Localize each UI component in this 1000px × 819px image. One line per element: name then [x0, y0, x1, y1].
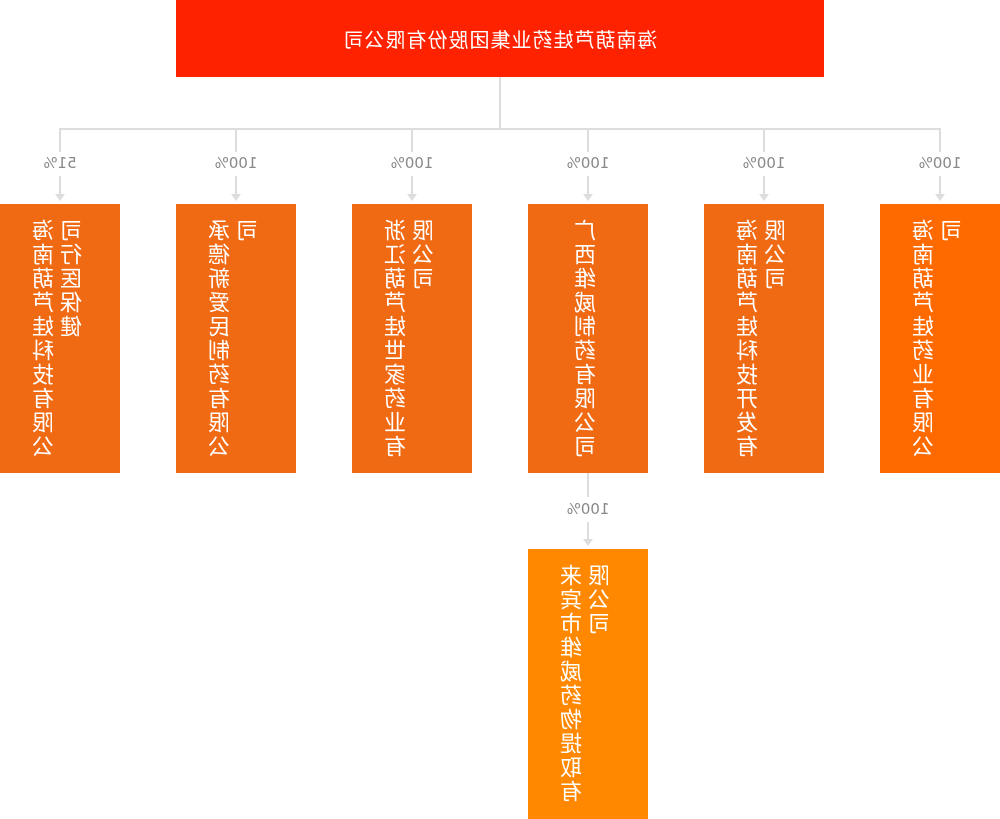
branch-line	[763, 128, 765, 152]
branch-line	[411, 176, 413, 194]
subsidiary-name: 海南葫芦娃科技有限公司行医保健	[33, 218, 86, 459]
grandchild-name: 来宾市维威药物提取有限公司	[561, 564, 614, 804]
grandchild-line	[587, 473, 589, 497]
branch-line	[59, 176, 61, 194]
arrow-icon	[583, 194, 593, 201]
subsidiary-box: 承德新爱民制药有限公司	[176, 204, 296, 473]
trunk-line	[499, 77, 501, 129]
grandchild-line	[587, 522, 589, 539]
share-label: 100%	[566, 154, 610, 172]
arrow-icon	[759, 194, 769, 201]
branch-line	[763, 176, 765, 194]
subsidiary-name: 海南葫芦娃药业有限公司	[913, 218, 966, 459]
grandchild-share-label: 100%	[566, 500, 610, 518]
branch-line	[587, 176, 589, 194]
subsidiary-box: 广西维威制药有限公司	[528, 204, 648, 473]
branch-line	[235, 128, 237, 152]
grandchild-box: 来宾市维威药物提取有限公司	[528, 549, 648, 819]
subsidiary-name: 承德新爱民制药有限公司	[209, 218, 262, 459]
subsidiary-box: 海南葫芦娃药业有限公司	[880, 204, 1000, 473]
share-label: 100%	[390, 154, 434, 172]
share-label: 100%	[742, 154, 786, 172]
arrow-icon	[407, 194, 417, 201]
arrow-icon	[583, 539, 593, 546]
branch-line	[235, 176, 237, 194]
subsidiary-name: 广西维威制药有限公司	[575, 218, 600, 459]
arrow-icon	[935, 194, 945, 201]
subsidiary-box: 浙江葫芦娃世家药业有限公司	[352, 204, 472, 473]
subsidiary-box: 海南葫芦娃科技开发有限公司	[704, 204, 824, 473]
subsidiary-box: 海南葫芦娃科技有限公司行医保健	[0, 204, 120, 473]
arrow-icon	[231, 194, 241, 201]
share-label: 100%	[214, 154, 258, 172]
arrow-icon	[55, 194, 65, 201]
subsidiary-name: 海南葫芦娃科技开发有限公司	[737, 218, 790, 459]
branch-line	[411, 128, 413, 152]
branch-line	[587, 128, 589, 152]
subsidiary-name: 浙江葫芦娃世家药业有限公司	[385, 218, 438, 459]
parent-company-name: 海南葫芦娃药业集团股份有限公司	[342, 28, 658, 52]
parent-company-box: 海南葫芦娃药业集团股份有限公司	[176, 0, 824, 77]
share-label: 100%	[918, 154, 962, 172]
branch-line	[939, 176, 941, 194]
branch-line	[939, 128, 941, 152]
bus-line	[60, 128, 940, 130]
branch-line	[59, 128, 61, 152]
share-label: 51%	[43, 154, 77, 172]
